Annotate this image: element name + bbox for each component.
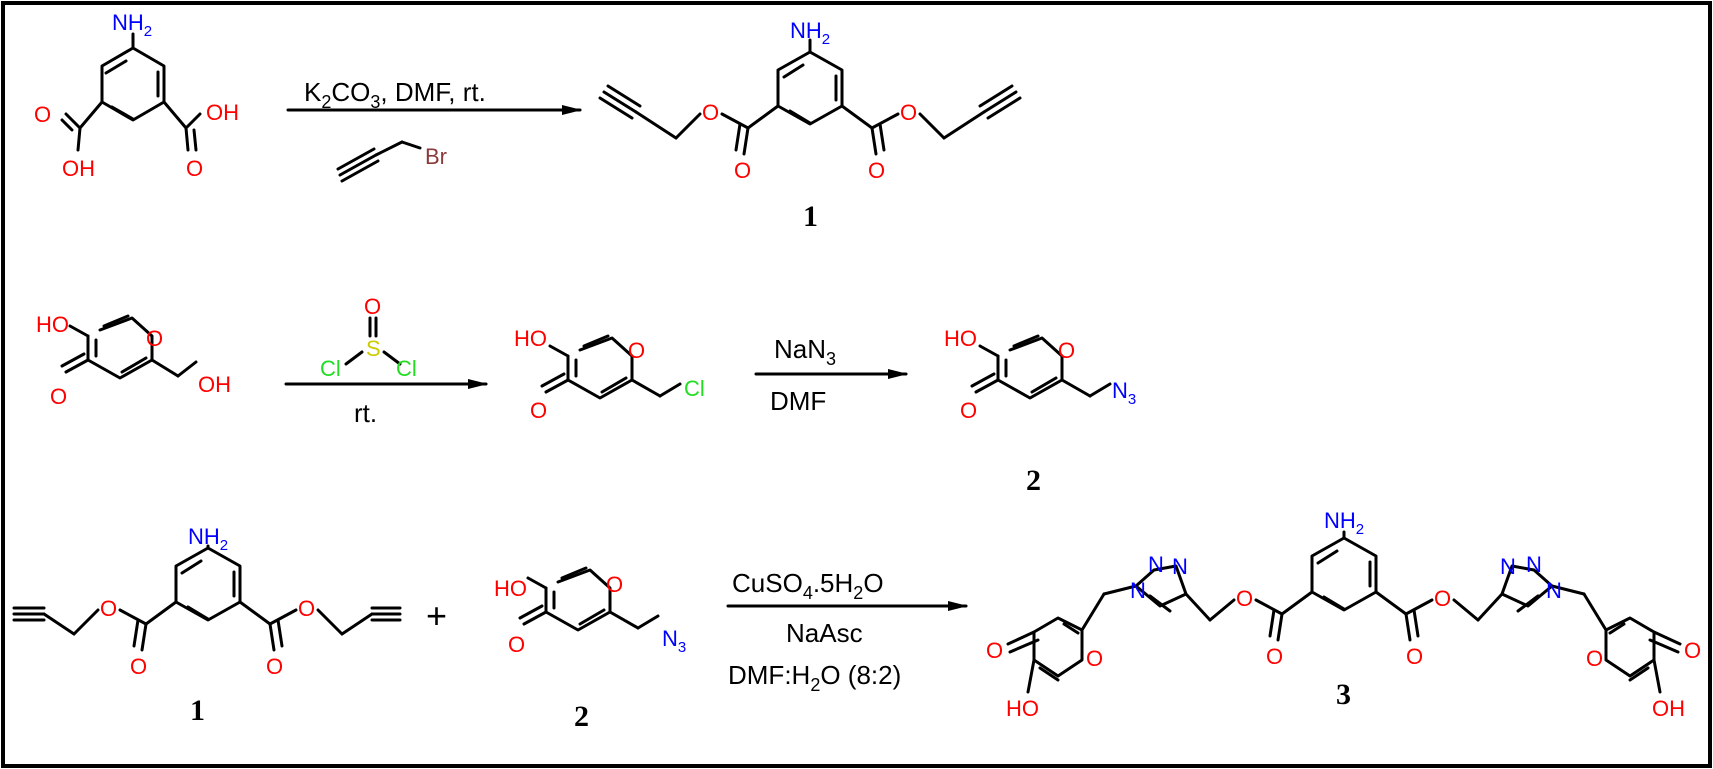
hydroxyl-label: HO — [514, 326, 547, 351]
ring-oxygen-label: O — [1058, 338, 1075, 363]
triazole-nitrogen-label: N — [1546, 578, 1562, 603]
azide-label: N3 — [1112, 378, 1136, 408]
ring-oxygen-label: O — [1086, 646, 1103, 671]
carbonyl-oxygen-label: O — [186, 156, 203, 181]
carbonyl-oxygen-label: O — [986, 638, 1003, 663]
amine-label: NH2 — [112, 10, 152, 40]
compound-label-2: 2 — [574, 700, 589, 733]
carbonyl-oxygen-label: O — [130, 654, 147, 679]
condition-rt: rt. — [354, 398, 377, 428]
hydroxyl-label: HO — [944, 326, 977, 351]
carbonyl-oxygen-label: O — [50, 384, 67, 409]
catalyst-copper-sulfate: CuSO4.5H2O — [732, 568, 884, 603]
carbonyl-oxygen-label: O — [868, 158, 885, 183]
sulfoxide-oxygen-label: O — [364, 294, 381, 319]
ester-oxygen-label: O — [1236, 586, 1253, 611]
solvent-dmf: DMF — [770, 386, 826, 416]
triazole-nitrogen-label: N — [1130, 578, 1146, 603]
hydroxyl-label: OH — [62, 156, 95, 181]
carbonyl-oxygen-label: O — [266, 654, 283, 679]
amine-label: NH2 — [188, 524, 228, 554]
ester-oxygen-label: O — [900, 100, 917, 125]
chlorine-label: Cl — [320, 356, 341, 381]
solvent-dmf-water: DMF:H2O (8:2) — [728, 660, 901, 695]
chlorokojic-acid-structure — [540, 334, 682, 400]
carbonyl-oxygen-label: O — [34, 102, 51, 127]
hydroxyl-label: OH — [198, 372, 231, 397]
bromine-label: Br — [425, 144, 447, 169]
ring-oxygen-label: O — [1586, 646, 1603, 671]
ester-oxygen-label: O — [702, 100, 719, 125]
hydroxyl-label: OH — [206, 100, 239, 125]
amine-label: NH2 — [1324, 508, 1364, 538]
carbonyl-oxygen-label: O — [508, 632, 525, 657]
hydroxyl-label: HO — [36, 312, 69, 337]
azide-label: N3 — [662, 626, 686, 656]
ester-oxygen-label: O — [1434, 586, 1451, 611]
hydroxyl-label: OH — [1652, 696, 1685, 721]
hydroxyl-label: HO — [1006, 696, 1039, 721]
amine-label: NH2 — [790, 18, 830, 48]
triazole-nitrogen-label: N — [1526, 552, 1542, 577]
compound-label-2: 2 — [1026, 464, 1041, 497]
chlorine-label: Cl — [396, 356, 417, 381]
kojic-acid-structure — [60, 314, 198, 380]
carbonyl-oxygen-label: O — [1406, 644, 1423, 669]
ester-oxygen-label: O — [100, 596, 117, 621]
triazole-nitrogen-label: N — [1172, 554, 1188, 579]
plus-sign: + — [426, 595, 447, 636]
compound-label-1: 1 — [190, 694, 205, 727]
reductant-sodium-ascorbate: NaAsc — [786, 618, 863, 648]
ring-oxygen-label: O — [628, 338, 645, 363]
carbonyl-oxygen-label: O — [530, 398, 547, 423]
dipropargyl-ester-structure — [12, 544, 402, 652]
aminoisophthalic-acid-structure — [60, 32, 202, 152]
reagent-k2co3-dmf: K2CO3, DMF, rt. — [304, 77, 486, 112]
azidokojic-acid-structure — [518, 566, 660, 632]
carbonyl-oxygen-label: O — [1684, 638, 1701, 663]
ester-oxygen-label: O — [298, 596, 315, 621]
chlorine-label: Cl — [684, 376, 705, 401]
ring-oxygen-label: O — [606, 572, 623, 597]
thionyl-chloride-structure — [344, 316, 402, 366]
ring-oxygen-label: O — [146, 326, 163, 351]
dipropargyl-ester-structure — [598, 38, 1022, 156]
reagent-sodium-azide: NaN3 — [774, 334, 836, 369]
carbonyl-oxygen-label: O — [960, 398, 977, 423]
sulfur-label: S — [366, 336, 381, 361]
hydroxyl-label: HO — [494, 576, 527, 601]
propargyl-bromide-structure — [336, 140, 422, 183]
compound-label-1: 1 — [803, 200, 818, 233]
azidokojic-acid-structure — [970, 334, 1112, 400]
triazole-nitrogen-label: N — [1148, 552, 1164, 577]
carbonyl-oxygen-label: O — [1266, 644, 1283, 669]
compound-label-3: 3 — [1336, 678, 1351, 711]
carbonyl-oxygen-label: O — [734, 158, 751, 183]
triazole-nitrogen-label: N — [1500, 554, 1516, 579]
bis-triazole-product-structure — [1006, 530, 1682, 694]
